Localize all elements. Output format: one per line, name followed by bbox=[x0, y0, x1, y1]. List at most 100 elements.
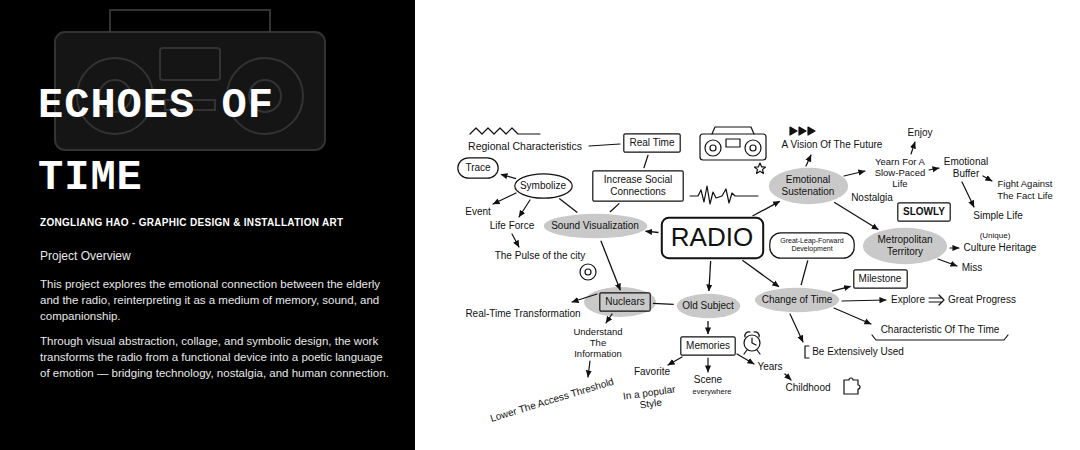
topic-oval: Symbolize bbox=[514, 173, 573, 199]
radio-handle bbox=[110, 10, 270, 32]
mindmap-word: Yearn For A Slow-Paced Life bbox=[867, 156, 933, 189]
boombox-cassette bbox=[726, 139, 740, 147]
node-text: Memories bbox=[686, 340, 730, 352]
play-triangles bbox=[790, 127, 815, 135]
leader-arrow bbox=[938, 259, 957, 266]
box-outline bbox=[600, 293, 650, 311]
connector-arrow bbox=[501, 174, 516, 178]
leader-arrow bbox=[834, 308, 871, 324]
cloud-outline bbox=[458, 158, 498, 178]
leader-arrow bbox=[962, 182, 974, 207]
mindmap-word: The Pulse of the city bbox=[495, 250, 586, 262]
topic-box: Milestone bbox=[853, 269, 908, 289]
mindmap-word: A Vision Of The Future bbox=[782, 139, 883, 151]
node-text: Symbolize bbox=[520, 180, 566, 192]
mindmap-word: Be Extensively Used bbox=[812, 346, 904, 358]
node-text: Real Time bbox=[629, 137, 674, 149]
leader-arrow bbox=[588, 361, 590, 377]
central-box: RADIO bbox=[661, 217, 764, 259]
leader-arrow bbox=[806, 155, 811, 166]
mindmap-word: Scene bbox=[694, 374, 722, 386]
double-arrow bbox=[929, 295, 944, 305]
boombox-speaker bbox=[745, 140, 761, 156]
topic-box: Increase Social Connections bbox=[592, 170, 684, 202]
mindmap-word: Childhood bbox=[785, 382, 830, 394]
grey-ellipse bbox=[768, 168, 847, 204]
mindmap-word: Favorite bbox=[634, 366, 670, 378]
grey-ellipse bbox=[676, 294, 739, 318]
leader-arrow bbox=[572, 294, 597, 302]
node-text: Milestone bbox=[859, 273, 902, 285]
branch-ellipse: Change of Time bbox=[754, 287, 840, 313]
connector-arrow bbox=[653, 303, 674, 304]
side-bracket bbox=[805, 346, 809, 358]
box-outline bbox=[898, 203, 950, 221]
boombox-speaker bbox=[750, 145, 756, 151]
connector-arrow bbox=[753, 201, 780, 216]
cloud-bubble: Trace bbox=[457, 157, 499, 179]
mindmap-word: Simple Life bbox=[973, 210, 1022, 222]
node-text: RADIO bbox=[671, 222, 753, 253]
mindmap-word: Event bbox=[465, 206, 491, 218]
grey-ellipse bbox=[755, 288, 839, 312]
connector-arrow bbox=[709, 261, 711, 291]
boombox-speaker bbox=[705, 140, 721, 156]
connector-arrow bbox=[834, 202, 878, 229]
mindmap-word: Nostalgia bbox=[851, 192, 893, 204]
subtitle: ZONGLIANG HAO - GRAPHIC DESIGN & INSTALL… bbox=[40, 217, 343, 229]
overview-text: This project explores the emotional conn… bbox=[40, 276, 395, 324]
highlight-ellipse bbox=[584, 287, 656, 317]
leader-arrow bbox=[519, 200, 530, 217]
mindmap-word: Miss bbox=[962, 262, 983, 274]
leader-arrow bbox=[983, 176, 992, 181]
mindmap-drawing bbox=[470, 127, 1008, 394]
leader-arrow bbox=[737, 354, 754, 364]
connector-arrow bbox=[610, 203, 619, 212]
mindmap-word: (Unique) bbox=[980, 231, 1011, 240]
box-outline bbox=[661, 218, 762, 258]
cloud-outline bbox=[770, 232, 854, 257]
box-outline bbox=[593, 171, 683, 201]
sound-wave bbox=[690, 186, 758, 204]
mindmap-word: Fight Against The Fact Life bbox=[991, 178, 1059, 202]
mindmap-word: Great Progress bbox=[948, 294, 1016, 306]
boombox-speaker bbox=[710, 145, 716, 151]
node-text: Increase Social Connections bbox=[598, 174, 678, 198]
connector-arrow bbox=[707, 321, 708, 334]
node-text: Emotional Sustenation bbox=[779, 174, 837, 198]
node-text: Trace bbox=[465, 162, 490, 174]
zigzag-mark bbox=[470, 128, 540, 134]
leader-arrow bbox=[929, 168, 939, 170]
connector-arrow bbox=[742, 260, 779, 287]
grey-ellipse bbox=[863, 228, 947, 264]
mindmap-word: Characteristic Of The Time bbox=[881, 324, 1000, 336]
mindmap-word: Life Force bbox=[490, 220, 534, 232]
mindmap-word: Emotional Buffer bbox=[940, 156, 992, 180]
leader-line bbox=[589, 144, 620, 146]
mindmap-word: Regional Characteristics bbox=[468, 140, 582, 152]
connector-arrow bbox=[801, 260, 808, 285]
radio-cassette bbox=[160, 48, 220, 80]
node-text: SLOWLY bbox=[903, 206, 945, 218]
leader-arrow bbox=[606, 314, 612, 323]
leader-arrow bbox=[512, 234, 519, 247]
topic-box: Nuclears bbox=[599, 292, 651, 312]
alarm-clock bbox=[744, 332, 760, 354]
leader-arrow bbox=[842, 300, 886, 301]
box-outline bbox=[853, 270, 906, 288]
section-heading: Project Overview bbox=[40, 250, 131, 264]
node-text: Great-Leap-Forward Development bbox=[777, 237, 847, 254]
grey-ellipse bbox=[543, 214, 646, 238]
mindmap-word: Explore bbox=[891, 294, 925, 306]
branch-ellipse: Metropolitan Territory bbox=[862, 227, 948, 265]
topic-box: Real Time bbox=[623, 133, 681, 153]
mindmap-word: everywhere bbox=[693, 388, 732, 397]
branch-ellipse: Sound Visualization bbox=[543, 213, 648, 239]
mindmap-word: Enjoy bbox=[907, 127, 932, 139]
branch-ellipse: Emotional Sustenation bbox=[768, 167, 849, 205]
mindmap-word: Real-Time Transformation bbox=[465, 308, 580, 320]
boombox-body bbox=[700, 134, 766, 160]
branch-ellipse: Old Subject bbox=[676, 293, 741, 319]
star-mark bbox=[755, 163, 766, 173]
node-text: Sound Visualization bbox=[551, 220, 639, 232]
